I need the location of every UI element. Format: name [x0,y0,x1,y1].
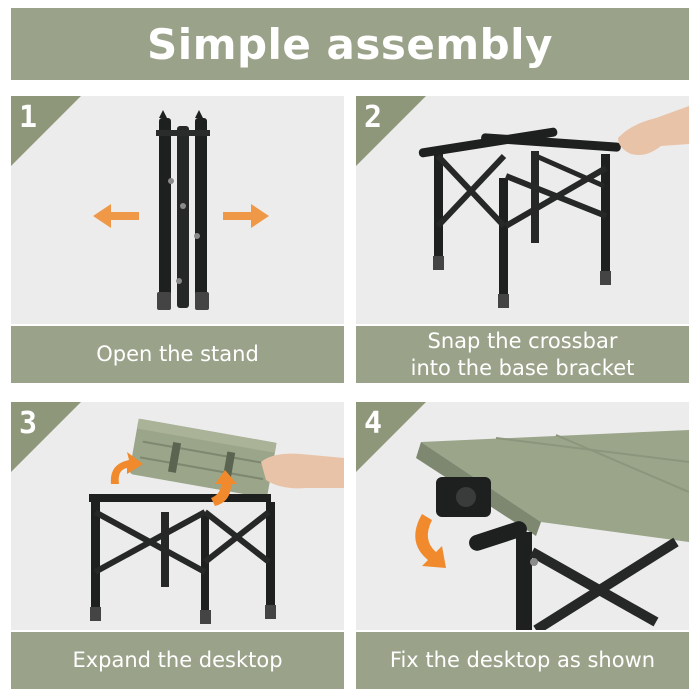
crossbar-stand-illustration [418,106,689,308]
step-panel-1: 1 Open the stand [11,96,344,386]
step-panel-3: 3 Expand the desktop [11,402,344,692]
step-panel-4: 4 Fix the desktop as shown [356,402,689,692]
title-banner: Simple assembly [11,8,689,80]
step-2-photo: 2 [356,96,689,324]
step-4-photo: 4 [356,402,689,630]
step-badge [356,96,426,166]
step-number: 1 [19,100,38,135]
folded-stand-illustration [93,110,269,310]
step-panel-2: 2 Snap the crossbar into the base bracke… [356,96,689,386]
caption-line: Expand the desktop [72,648,283,672]
step-caption: Expand the desktop [11,632,344,689]
step-caption: Fix the desktop as shown [356,632,689,689]
page-title: Simple assembly [147,19,553,69]
caption-line: into the base bracket [410,355,635,380]
step-caption: Open the stand [11,326,344,383]
caption-line: Snap the crossbar [427,328,618,353]
step-badge [11,96,81,166]
step-1-photo: 1 [11,96,344,324]
step-3-photo: 3 [11,402,344,630]
caption-line: Open the stand [96,342,259,366]
step-badge [356,402,426,472]
caption-line: Fix the desktop as shown [389,648,656,672]
step-number: 4 [364,406,383,441]
step-number: 2 [364,100,383,135]
step-caption: Snap the crossbar into the base bracket [356,326,689,383]
fix-desktop-illustration [415,430,689,630]
step-number: 3 [19,406,38,441]
step-badge [11,402,81,472]
expand-desktop-illustration [89,418,344,624]
